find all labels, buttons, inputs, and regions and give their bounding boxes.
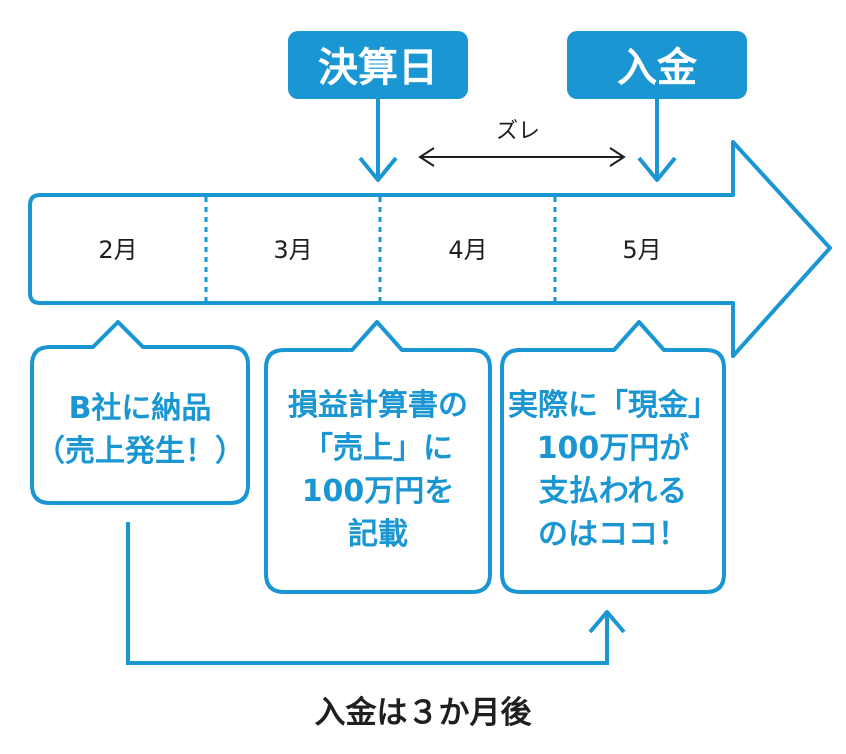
- callout-delivery-line-2: （売上発生！）: [35, 434, 245, 469]
- callout-income-statement-line-3: 100万円を: [302, 474, 455, 509]
- callout-cash-payment-line-1: 実際に「現金」: [508, 388, 718, 423]
- gap-arrow-head-right: [609, 147, 626, 167]
- month-label-mar: 3月: [273, 236, 312, 264]
- closing-date-label: 決算日: [318, 45, 438, 91]
- payment-arrow-head: [637, 156, 677, 182]
- callout-cash-payment-line-4: のはココ！: [538, 517, 688, 552]
- connector-arrow-head: [588, 610, 626, 634]
- month-label-feb: 2月: [98, 236, 137, 264]
- closing-date-arrow-head: [358, 156, 398, 182]
- month-label-may: 5月: [622, 236, 661, 264]
- callout-income-statement-line-1: 損益計算書の: [288, 388, 468, 423]
- callout-cash-payment-bubble: [500, 320, 726, 594]
- callout-income-statement-bubble: [264, 320, 492, 594]
- gap-arrow-head-left: [418, 147, 435, 167]
- callout-cash-payment-line-2: 100万円が: [537, 431, 690, 466]
- callout-income-statement-line-2: 「売上」に: [303, 431, 453, 466]
- callout-delivery-bubble: [30, 320, 250, 505]
- footer-caption: 入金は３か月後: [315, 695, 533, 731]
- payment-label: 入金: [617, 45, 698, 91]
- month-label-apr: 4月: [448, 236, 487, 264]
- delivery-to-payment-connector: [126, 522, 609, 665]
- callout-delivery-line-1: B社に納品: [69, 391, 212, 426]
- closing-date-tag: [288, 31, 468, 99]
- gap-label: ズレ: [496, 119, 540, 144]
- callout-cash-payment-line-3: 支払われる: [539, 474, 688, 509]
- payment-tag: [567, 31, 747, 99]
- callout-income-statement-line-4: 記載: [348, 517, 408, 552]
- timeline-arrow: [28, 140, 832, 358]
